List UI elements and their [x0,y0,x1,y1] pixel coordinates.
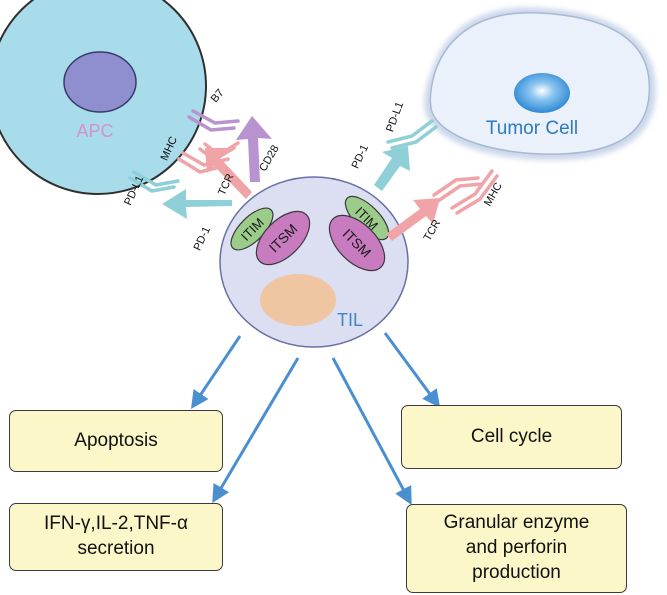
cytokine-secretion-box: IFN-γ,IL-2,TNF-α secretion [9,503,223,571]
b7-label: B7 [209,87,227,105]
cd28-arrow [236,116,272,182]
motifs: ITIM ITSM ITIM ITSM [230,195,390,272]
mhc-right-label: MHC [482,181,505,209]
til-label: TIL [337,310,363,330]
tcr-right-label: TCR [422,218,444,244]
arrow-to-apoptosis [190,335,242,409]
cd28-label: CD28 [257,143,281,173]
granular-enzyme-label: Granular enzyme and perforin production [443,512,590,583]
arrow-to-granular [331,357,412,506]
itsm-right-motif: ITSM [328,214,386,272]
tcr-left-arrow [205,148,252,199]
tcr-right-arrow [386,198,440,241]
tumor-label: Tumor Cell [486,118,578,139]
b7-ligand [187,109,240,132]
pdl1-left [128,170,180,193]
cytokine-secretion-label: IFN-γ,IL-2,TNF-α secretion [44,513,188,559]
apc-label: APC [76,121,113,141]
apc-nucleus [63,51,137,113]
apoptosis-label: Apoptosis [74,429,158,451]
tumor-nucleus [514,73,570,113]
tumor-cell: Tumor Cell [424,7,656,161]
pd1-left-label: PD-1 [192,225,213,253]
cell-cycle-label: Cell cycle [470,425,553,447]
pd1-right-arrow [374,146,410,191]
pd1-left-arrow [162,189,232,219]
effect-arrows [190,332,441,506]
apoptosis-box: Apoptosis [9,410,223,472]
tcr-right [432,176,484,203]
pdl1-right-label: PD-L1 [384,100,406,133]
til-nucleus [260,274,336,326]
pd1-right-label: PD-1 [350,143,371,171]
pdl1-right [386,119,438,150]
itsm-left-motif: ITSM [255,210,311,266]
apc-cell: APC [0,0,207,195]
cell-cycle-box: Cell cycle [401,405,622,469]
arrow-to-cytokines [212,357,300,504]
mhc-right [450,169,499,215]
granular-enzyme-box: Granular enzyme and perforin production [406,504,627,593]
arrow-to-cell-cycle [383,332,441,408]
